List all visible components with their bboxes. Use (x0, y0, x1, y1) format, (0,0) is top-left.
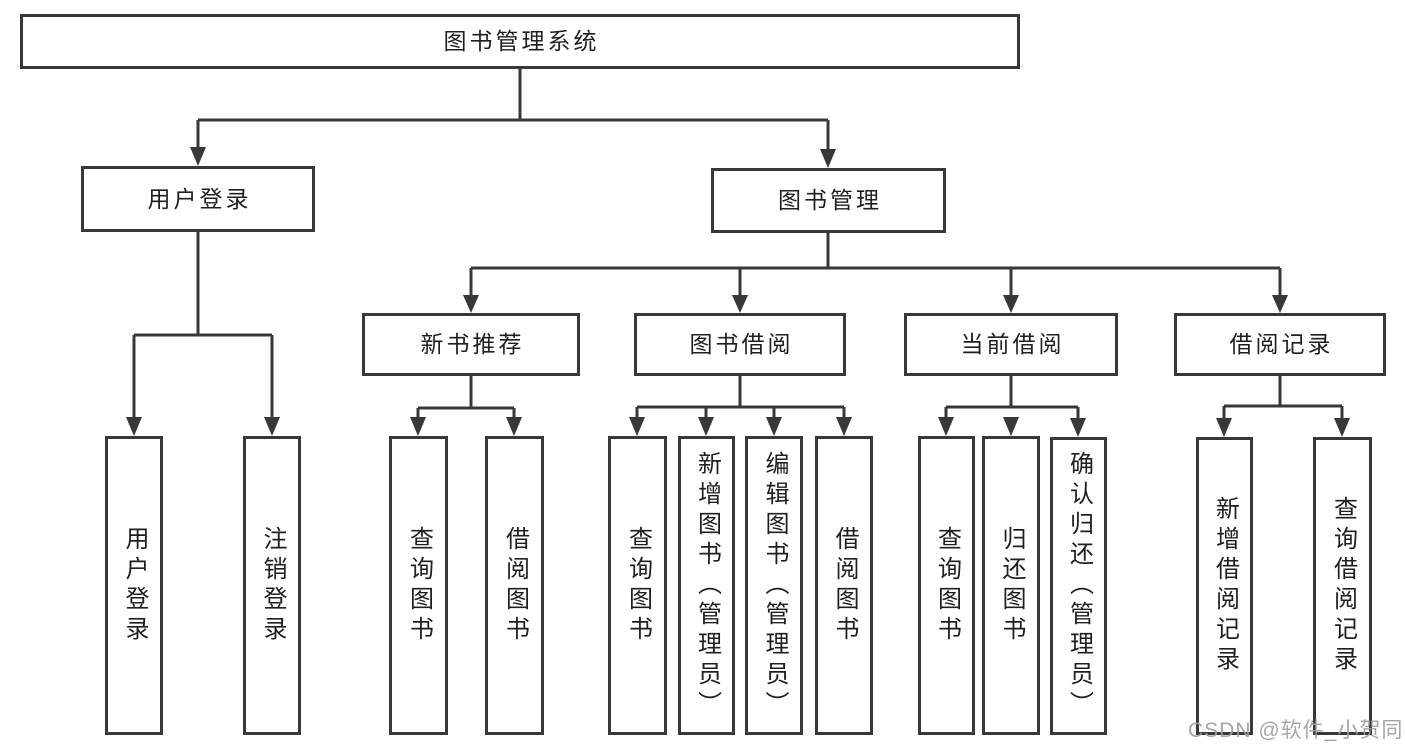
node-new-book-recommendation: 新书推荐 (362, 313, 580, 376)
node-book-management: 图书管理 (711, 168, 946, 233)
node-library-system-label: 图书管理系统 (443, 28, 600, 54)
node-library-system: 图书管理系统 (20, 14, 1020, 69)
leaf-current-query-books-label: 查询图书 (933, 525, 961, 646)
leaf-edit-books-admin: 编辑图书（管理员） (745, 436, 803, 735)
leaf-borrow-books: 借阅图书 (815, 436, 873, 735)
leaf-user-login-label: 用户登录 (121, 525, 148, 646)
leaf-confirm-return-admin: 确认归还（管理员） (1050, 437, 1107, 735)
node-book-borrowing-label: 图书借阅 (689, 331, 794, 357)
node-new-book-recommendation-label: 新书推荐 (420, 331, 525, 357)
leaf-borrowing-query-books: 查询图书 (608, 436, 667, 735)
leaf-return-books-label: 归还图书 (998, 525, 1025, 646)
leaf-borrowing-query-books-label: 查询图书 (624, 525, 652, 646)
node-user-login: 用户登录 (81, 166, 315, 232)
node-current-borrowing-label: 当前借阅 (960, 331, 1065, 357)
leaf-query-borrow-record: 查询借阅记录 (1313, 437, 1372, 735)
node-book-management-label: 图书管理 (778, 187, 882, 213)
leaf-current-query-books: 查询图书 (918, 436, 975, 735)
node-borrowing-records: 借阅记录 (1174, 313, 1386, 376)
leaf-add-books-admin-label: 新增图书（管理员） (693, 450, 721, 721)
leaf-recommend-borrow-books-label: 借阅图书 (501, 525, 529, 646)
node-book-borrowing: 图书借阅 (634, 313, 846, 376)
leaf-recommend-query-books-label: 查询图书 (405, 525, 433, 646)
leaf-add-borrow-record-label: 新增借阅记录 (1211, 496, 1239, 676)
csdn-watermark: CSDN @软件_小贺同学 (1188, 719, 1405, 742)
leaf-add-borrow-record: 新增借阅记录 (1196, 437, 1253, 735)
leaf-recommend-borrow-books: 借阅图书 (485, 436, 544, 735)
leaf-logout: 注销登录 (243, 436, 301, 735)
node-current-borrowing: 当前借阅 (904, 313, 1118, 376)
node-borrowing-records-label: 借阅记录 (1229, 331, 1334, 357)
leaf-recommend-query-books: 查询图书 (389, 436, 448, 735)
leaf-query-borrow-record-label: 查询借阅记录 (1329, 496, 1357, 676)
node-user-login-label: 用户登录 (147, 185, 252, 212)
leaf-borrow-books-label: 借阅图书 (831, 525, 858, 646)
leaf-add-books-admin: 新增图书（管理员） (678, 436, 735, 735)
leaf-return-books: 归还图书 (982, 436, 1040, 735)
leaf-user-login: 用户登录 (105, 436, 163, 735)
leaf-edit-books-admin-label: 编辑图书（管理员） (761, 450, 788, 721)
leaf-confirm-return-admin-label: 确认归还（管理员） (1065, 451, 1093, 721)
leaf-logout-label: 注销登录 (259, 525, 286, 646)
